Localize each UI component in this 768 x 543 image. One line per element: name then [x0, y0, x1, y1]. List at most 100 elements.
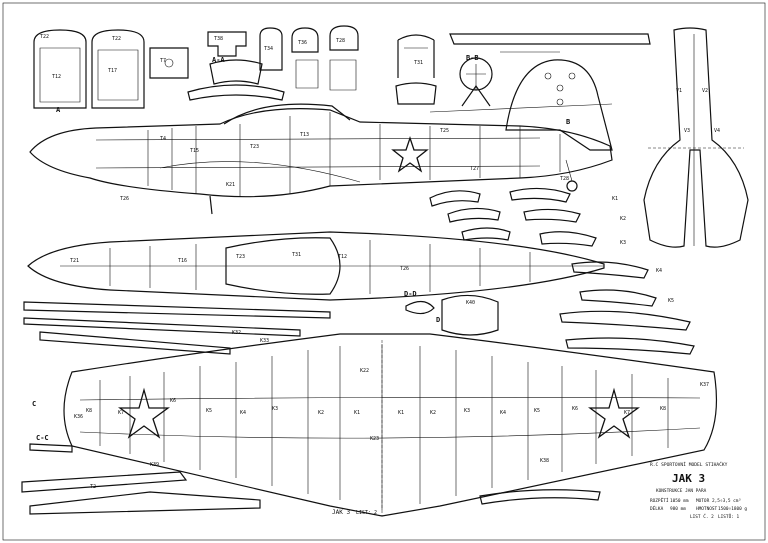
spec-label-2: DÉLKA: [650, 504, 664, 512]
lower-left-strips: [21, 471, 601, 515]
section-marks: A-A B-B D-D C-C A B C D: [32, 54, 570, 442]
title-block: R.C SPORTOVNÍ MODEL STIHAČKY JAK 3 KONST…: [650, 460, 747, 520]
svg-text:T31: T31: [414, 60, 423, 66]
svg-text:T12: T12: [338, 254, 347, 260]
spec-label2-2: HMOTNOST: [696, 506, 718, 512]
tailwheel: [566, 180, 578, 192]
fuselage-side-view: [29, 103, 613, 215]
svg-text:T25: T25: [440, 128, 449, 134]
svg-text:K37: K37: [700, 382, 709, 388]
svg-text:K5: K5: [206, 408, 212, 414]
svg-text:K3: K3: [464, 408, 470, 414]
svg-text:T36: T36: [298, 40, 307, 46]
svg-text:T12: T12: [52, 74, 61, 80]
tail-fin-side: [505, 59, 613, 151]
svg-text:K4: K4: [656, 268, 662, 274]
svg-text:T22: T22: [112, 36, 121, 42]
wing-planform: [63, 333, 718, 517]
svg-text:T31: T31: [292, 252, 301, 258]
spec-label-1: ROZPĚTÍ: [650, 496, 669, 504]
svg-text:K39: K39: [150, 462, 159, 468]
svg-text:T34: T34: [264, 46, 273, 52]
svg-text:K36: K36: [74, 414, 83, 420]
section-a-mark: A: [56, 106, 61, 114]
section-aa-label: A-A: [212, 56, 225, 64]
svg-text:T7: T7: [160, 58, 166, 64]
svg-text:V1: V1: [676, 88, 682, 94]
svg-text:T2: T2: [90, 484, 96, 490]
svg-text:V4: V4: [714, 128, 720, 134]
title-model-line: R.C SPORTOVNÍ MODEL STIHAČKY: [650, 460, 728, 468]
wing-sheet: LIST: 2: [356, 510, 377, 516]
svg-text:K5: K5: [534, 408, 540, 414]
svg-text:T4: T4: [160, 136, 166, 142]
wing-star-insignia-right: [588, 387, 640, 439]
svg-text:K32: K32: [232, 330, 241, 336]
svg-text:K5: K5: [668, 298, 674, 304]
horizontal-stabilizer-plan: [643, 27, 749, 248]
svg-text:T28: T28: [560, 176, 569, 182]
svg-text:T17: T17: [108, 68, 117, 74]
svg-text:T26: T26: [120, 196, 129, 202]
section-cc-sketch: [29, 443, 73, 453]
svg-text:K22: K22: [360, 368, 369, 374]
right-rib-templates: [429, 187, 695, 355]
title-main: JAK 3: [672, 472, 705, 485]
svg-text:T27: T27: [470, 166, 479, 172]
stringer-strips: [23, 294, 499, 355]
wing-spar-strip-top: [449, 33, 651, 45]
svg-text:K7: K7: [624, 410, 630, 416]
section-b-mark: B: [566, 118, 570, 126]
spec-value-2: 980 mm: [670, 506, 686, 512]
section-bb-label: B-B: [466, 54, 479, 62]
svg-text:K21: K21: [226, 182, 235, 188]
fuselage-star-insignia: [391, 135, 429, 173]
former-group-top-left: [33, 25, 359, 109]
spec-value-1: 1050 mm: [670, 498, 689, 504]
fuselage-top-view: [27, 231, 605, 301]
svg-text:K40: K40: [466, 300, 475, 306]
svg-text:V2: V2: [702, 88, 708, 94]
spec-value2-1: 2,5÷3,5 cm³: [712, 498, 741, 504]
svg-text:K6: K6: [572, 406, 578, 412]
svg-text:K38: K38: [540, 458, 549, 464]
svg-text:K33: K33: [260, 338, 269, 344]
svg-text:T26: T26: [400, 266, 409, 272]
section-dd-sketch: [405, 300, 435, 315]
svg-text:T13: T13: [300, 132, 309, 138]
svg-text:K7: K7: [118, 410, 124, 416]
svg-text:K8: K8: [86, 408, 92, 414]
svg-text:K8: K8: [660, 406, 666, 412]
wing-star-insignia-left: [118, 387, 170, 439]
svg-text:T22: T22: [40, 34, 49, 40]
section-d-mark: D: [436, 316, 440, 324]
sheet-number: LIST Č. 2: [690, 513, 714, 520]
svg-text:K1: K1: [354, 410, 360, 416]
svg-text:K2: K2: [620, 216, 626, 222]
svg-text:K3: K3: [272, 406, 278, 412]
svg-text:K23: K23: [370, 436, 379, 442]
sheet-total: LISTŮ: 1: [718, 513, 740, 520]
spec-label2-1: MOTOR: [696, 498, 710, 504]
svg-text:T15: T15: [190, 148, 199, 154]
svg-text:K6: K6: [170, 398, 176, 404]
svg-text:K1: K1: [398, 410, 404, 416]
svg-text:T21: T21: [70, 258, 79, 264]
svg-text:K1: K1: [612, 196, 618, 202]
svg-text:T28: T28: [336, 38, 345, 44]
svg-text:K4: K4: [500, 410, 506, 416]
canopy-frame-part: [395, 34, 437, 105]
svg-text:K4: K4: [240, 410, 246, 416]
title-design-line: KONSTRUKCE JAN PARA: [656, 488, 707, 494]
svg-text:T23: T23: [250, 144, 259, 150]
spec-value2-2: 1500÷1800 g: [718, 506, 747, 512]
svg-text:K2: K2: [430, 410, 436, 416]
svg-text:T16: T16: [178, 258, 187, 264]
svg-text:K3: K3: [620, 240, 626, 246]
wing-title: JAK 3: [332, 509, 350, 516]
svg-text:V3: V3: [684, 128, 690, 134]
section-c-mark: C: [32, 400, 36, 408]
